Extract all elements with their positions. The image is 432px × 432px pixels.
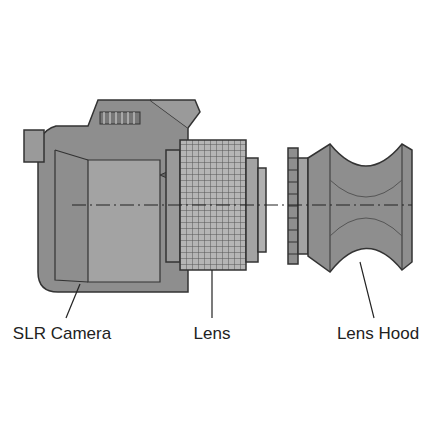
top-dial: [100, 112, 140, 124]
leader-line: [211, 270, 212, 318]
camera-body: [38, 100, 188, 292]
leader-line: [360, 262, 374, 318]
part-label: Lens Hood: [337, 324, 419, 344]
eyepiece: [24, 130, 44, 162]
part-label: Lens: [194, 324, 231, 344]
leader-line: [66, 284, 80, 318]
lens-front: [246, 158, 258, 262]
flash-shoe: [150, 100, 200, 128]
hood-mount: [288, 148, 298, 264]
lens-hood: [308, 144, 412, 272]
part-label: SLR Camera: [13, 324, 111, 344]
focus-ring: [180, 140, 246, 270]
optical-axis: [72, 204, 412, 205]
camera-front: [88, 160, 160, 282]
lens-mount: [166, 150, 180, 262]
